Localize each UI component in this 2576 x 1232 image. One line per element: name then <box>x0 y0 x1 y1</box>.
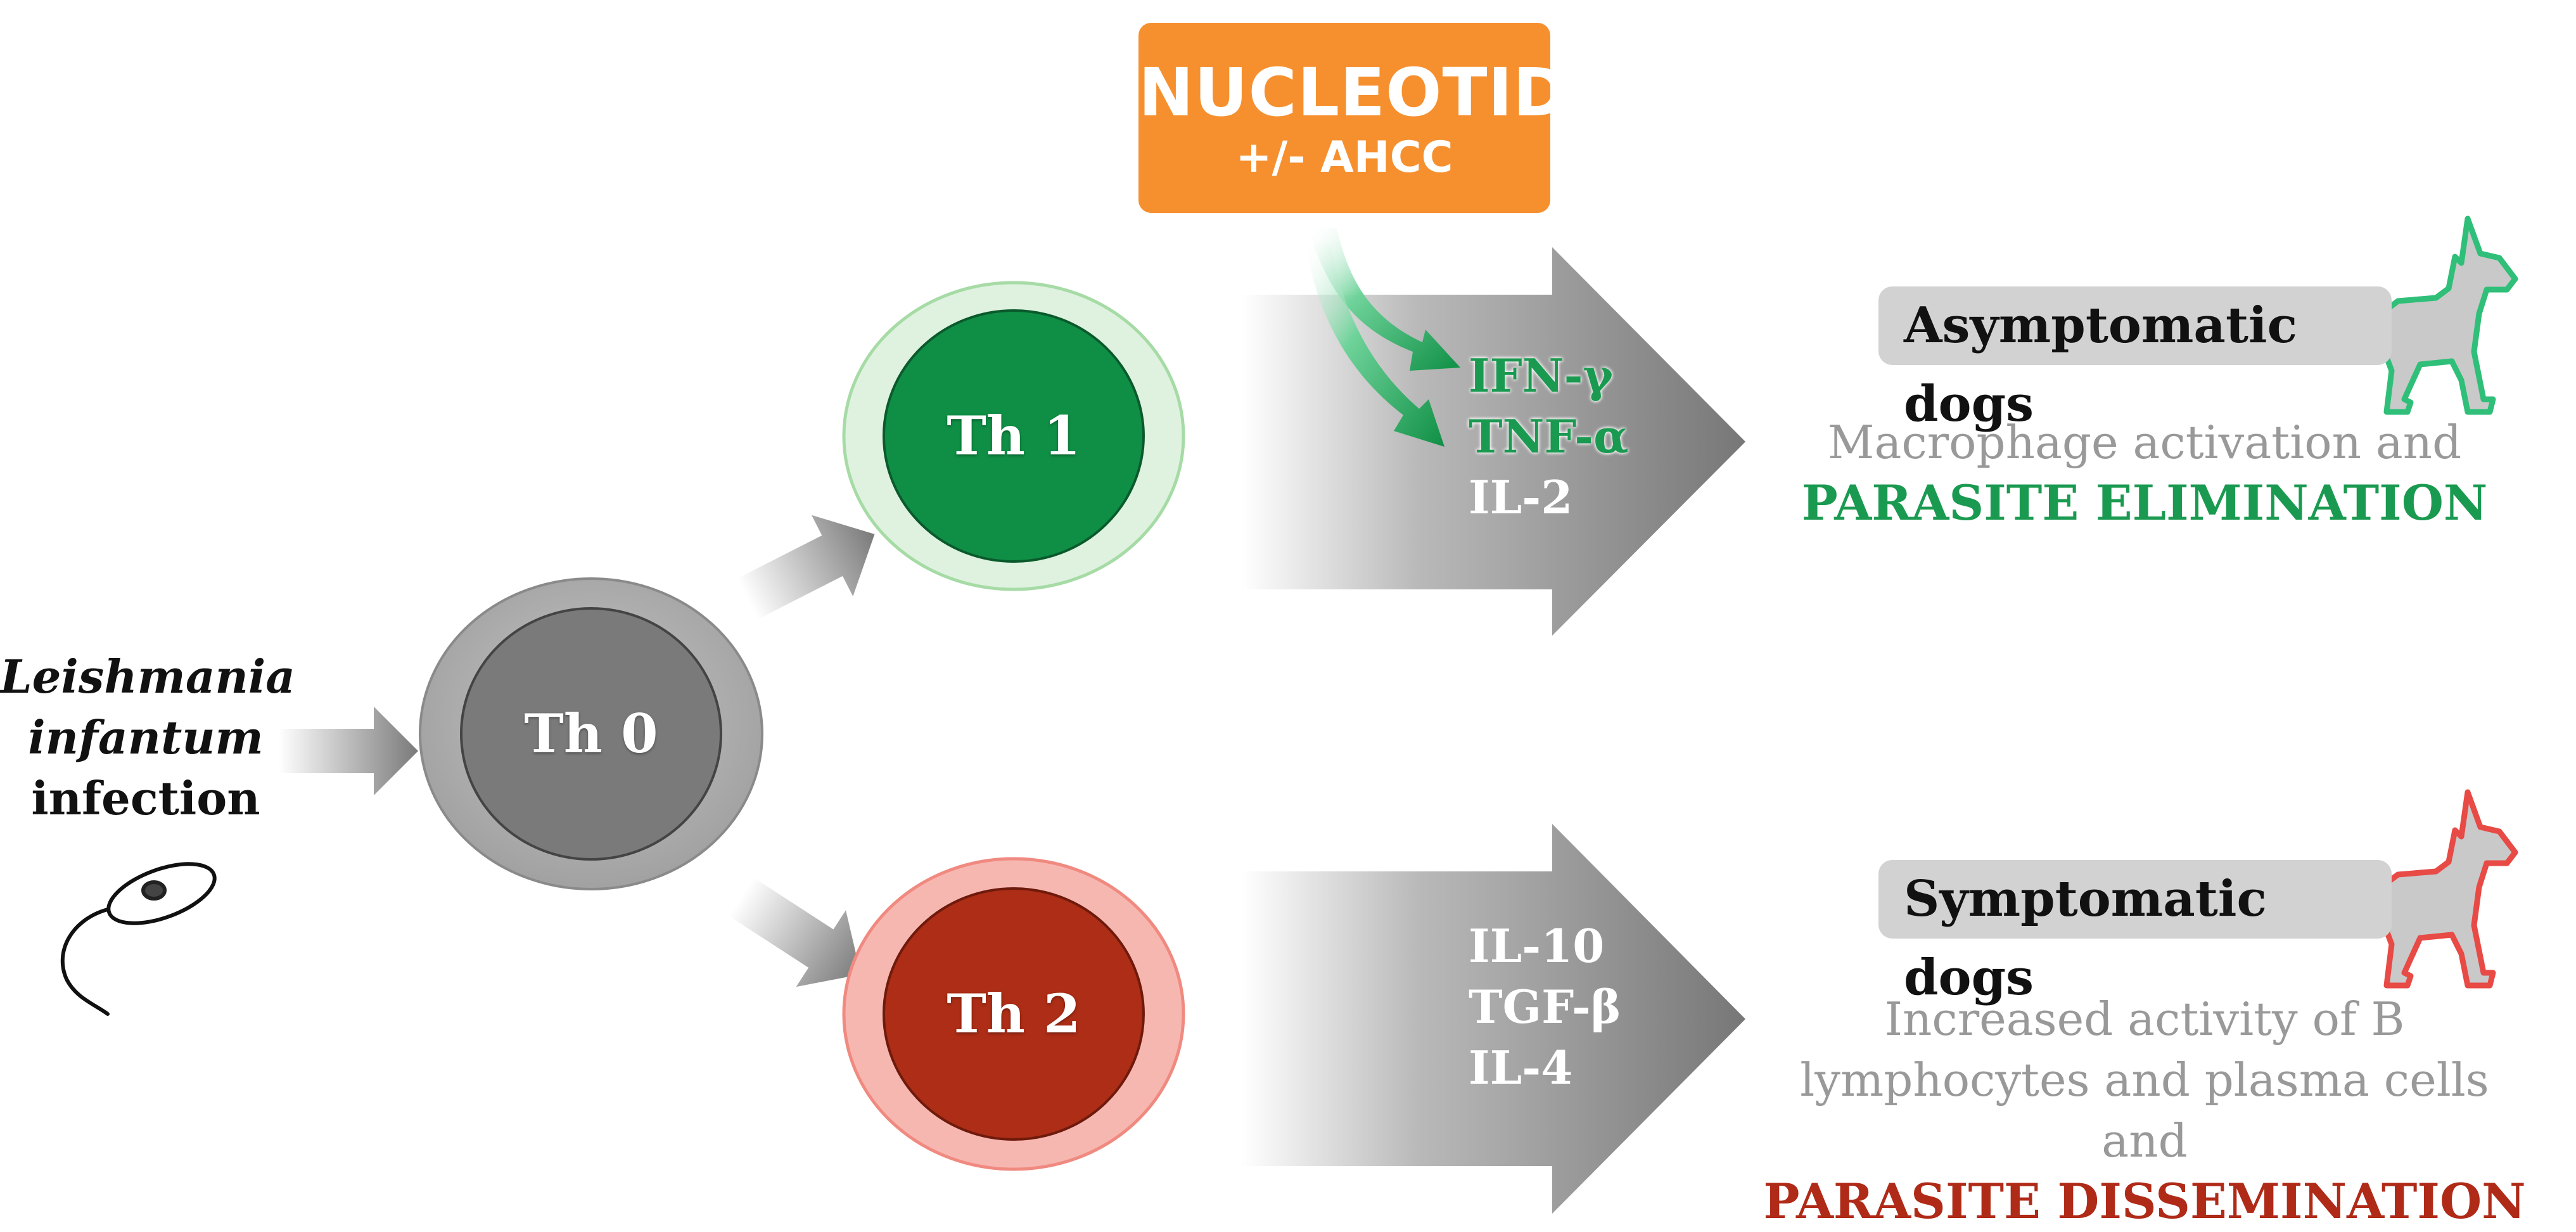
nucleotides-subtitle: +/- AHCC <box>1235 132 1453 183</box>
infection-species-name: infantum <box>28 710 264 764</box>
infection-word: infection <box>31 771 260 825</box>
th0-nucleus <box>460 607 722 861</box>
th0-to-th1-arrow <box>737 515 875 620</box>
symptomatic-dogs-label: Symptomatic dogs <box>1878 860 2392 1006</box>
parasite-dissemination-label: PARASITE DISSEMINATION <box>1763 1173 2526 1229</box>
symptomatic-description-line2: lymphocytes and plasma cells and <box>1800 1053 2489 1167</box>
leishmania-parasite-icon <box>60 862 217 1016</box>
infection-label: Leishmania infantum infection <box>0 646 295 829</box>
th2-cytokine-arrow <box>1242 824 1745 1214</box>
infection-arrow <box>279 707 418 795</box>
cytokine-il-4: IL-4 <box>1469 1041 1573 1094</box>
th0-label: Th 0 <box>524 702 658 765</box>
nucleotide-arrow-tnf <box>1305 244 1444 447</box>
cytokine-tnf-alpha: TNF-α <box>1469 409 1629 463</box>
parasite-elimination-label: PARASITE ELIMINATION <box>1801 475 2488 531</box>
asymptomatic-dogs-label: Asymptomatic dogs <box>1878 286 2392 433</box>
th1-nucleus <box>883 309 1145 563</box>
th2-label: Th 2 <box>947 982 1081 1045</box>
symptomatic-dog-icon <box>2369 789 2518 989</box>
asymptomatic-description: Macrophage activation and <box>1827 416 2462 469</box>
nucleotide-arrow-ifn <box>1308 228 1460 371</box>
infection-species-genus: Leishmania <box>0 650 295 703</box>
asymptomatic-dog-icon <box>2369 215 2518 415</box>
th2-cytokine-list: IL-10 TGF-β IL-4 <box>1469 916 1621 1098</box>
nucleotides-title: NUCLEOTIDES <box>1138 54 1662 131</box>
th2-nucleus <box>883 887 1145 1141</box>
nucleotides-box: NUCLEOTIDES +/- AHCC <box>1138 23 1662 213</box>
cytokine-il-10: IL-10 <box>1469 919 1605 973</box>
cytokine-ifn-gamma: IFN-γ <box>1469 349 1614 402</box>
asymptomatic-outcome-text: Macrophage activation and PARASITE ELIMI… <box>1758 412 2531 534</box>
th1-cytokine-list: IFN-γ TNF-α IL-2 <box>1469 345 1629 528</box>
th1-cytokine-arrow <box>1242 247 1745 636</box>
cytokine-tgf-beta: TGF-β <box>1469 980 1621 1034</box>
cytokine-il-2: IL-2 <box>1469 470 1573 524</box>
th1-label: Th 1 <box>947 404 1081 467</box>
symptomatic-description-line1: Increased activity of B <box>1884 992 2405 1046</box>
th0-to-th2-arrow <box>729 877 861 987</box>
symptomatic-outcome-text: Increased activity of B lymphocytes and … <box>1758 989 2531 1232</box>
